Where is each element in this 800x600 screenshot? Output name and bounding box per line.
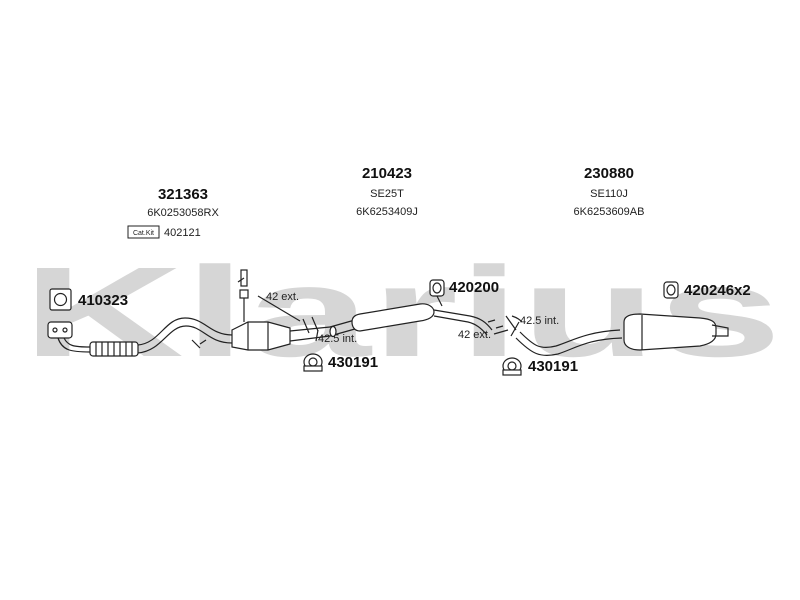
catalytic-converter [231,321,291,351]
rear-silencer [623,313,717,351]
front-ext-leader [257,295,301,322]
front-flange [47,321,73,339]
cat-kit-badge-label: Cat.Kit [133,230,154,237]
mid-hanger-part-number: 420200 [449,279,499,296]
tail-pipe [519,329,621,349]
front-joint-marker [302,316,319,334]
rear-joint-ext-label: 42 ext. [458,329,491,341]
lambda-sensor-icon [237,269,249,322]
front-pipe-part-number: 321363 [158,186,208,203]
front-pipe-body [137,317,233,346]
rear-hanger-icon [663,281,679,299]
middle-silencer-part-number: 210423 [362,165,412,182]
front-pipe-oe-code: 6K0253058RX [147,207,219,219]
rear-silencer-part-number: 230880 [584,165,634,182]
cat-kit-badge [127,225,160,239]
middle-silencer [351,303,435,332]
cat-kit-part-number: 402121 [164,227,201,239]
gasket-icon [49,288,72,311]
front-pipe-upper [57,337,91,353]
rear-joint-marker [505,315,520,337]
rear-silencer-model: SE110J [590,188,628,200]
rear-joint-int-label: 42.5 int. [520,315,559,327]
flexi-section [89,341,139,357]
front-joint-ext-label: 42 ext. [266,291,299,303]
mid-hanger-icon [429,279,445,297]
front-clamp-icon [303,353,323,372]
rear-clamp-part-number: 430191 [528,358,578,375]
rear-hanger-part-number: 420246x2 [684,282,751,299]
front-clamp-part-number: 430191 [328,354,378,371]
gasket-part-number: 410323 [78,292,128,309]
tail-pipe-outlet [711,324,729,337]
rear-silencer-oe-code: 6K6253609AB [574,206,645,218]
middle-silencer-oe-code: 6K6253409J [356,206,418,218]
middle-silencer-model: SE25T [370,188,404,200]
rear-clamp-icon [502,357,522,376]
front-joint-int-label: 42.5 int. [318,333,357,345]
